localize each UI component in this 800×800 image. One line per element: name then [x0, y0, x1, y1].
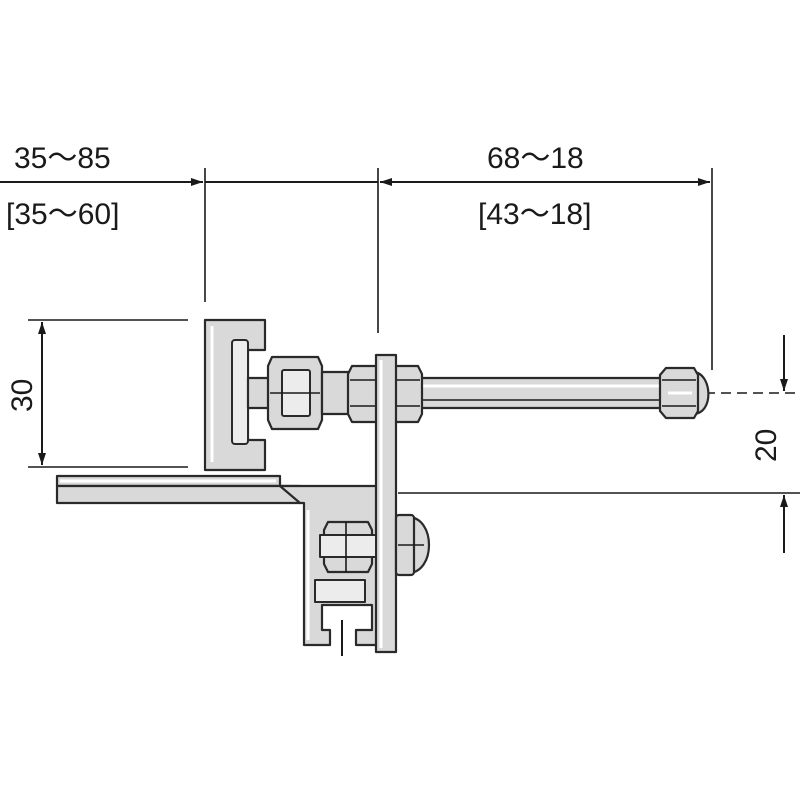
rod-body — [408, 376, 674, 410]
top-dimension-lines — [0, 168, 713, 370]
dimension-label-left: 35～85 — [14, 142, 111, 175]
dimension-label-30: 30 — [6, 379, 39, 412]
height-dimension-20 — [398, 335, 800, 553]
t-head — [231, 339, 249, 445]
strap-plate — [374, 353, 398, 654]
vertical-strap — [374, 353, 398, 654]
hex-nut-bracket — [319, 520, 377, 574]
dimension-label-left-alt: [35～60] — [6, 198, 119, 231]
height-dimension-30 — [28, 319, 188, 468]
hex-nut-bracket-flat — [319, 534, 377, 558]
hex-nut-left — [266, 355, 324, 431]
dimension-label-20: 20 — [750, 429, 783, 462]
cap-nut-strap — [394, 513, 430, 577]
threaded-rod — [408, 376, 674, 410]
dimension-label-right-alt: [43～18] — [478, 198, 591, 231]
cap-nut-right — [658, 366, 710, 420]
bracket-slot — [314, 579, 366, 603]
top-plate-lower — [55, 484, 302, 505]
dimension-label-right: 68～18 — [487, 142, 584, 175]
